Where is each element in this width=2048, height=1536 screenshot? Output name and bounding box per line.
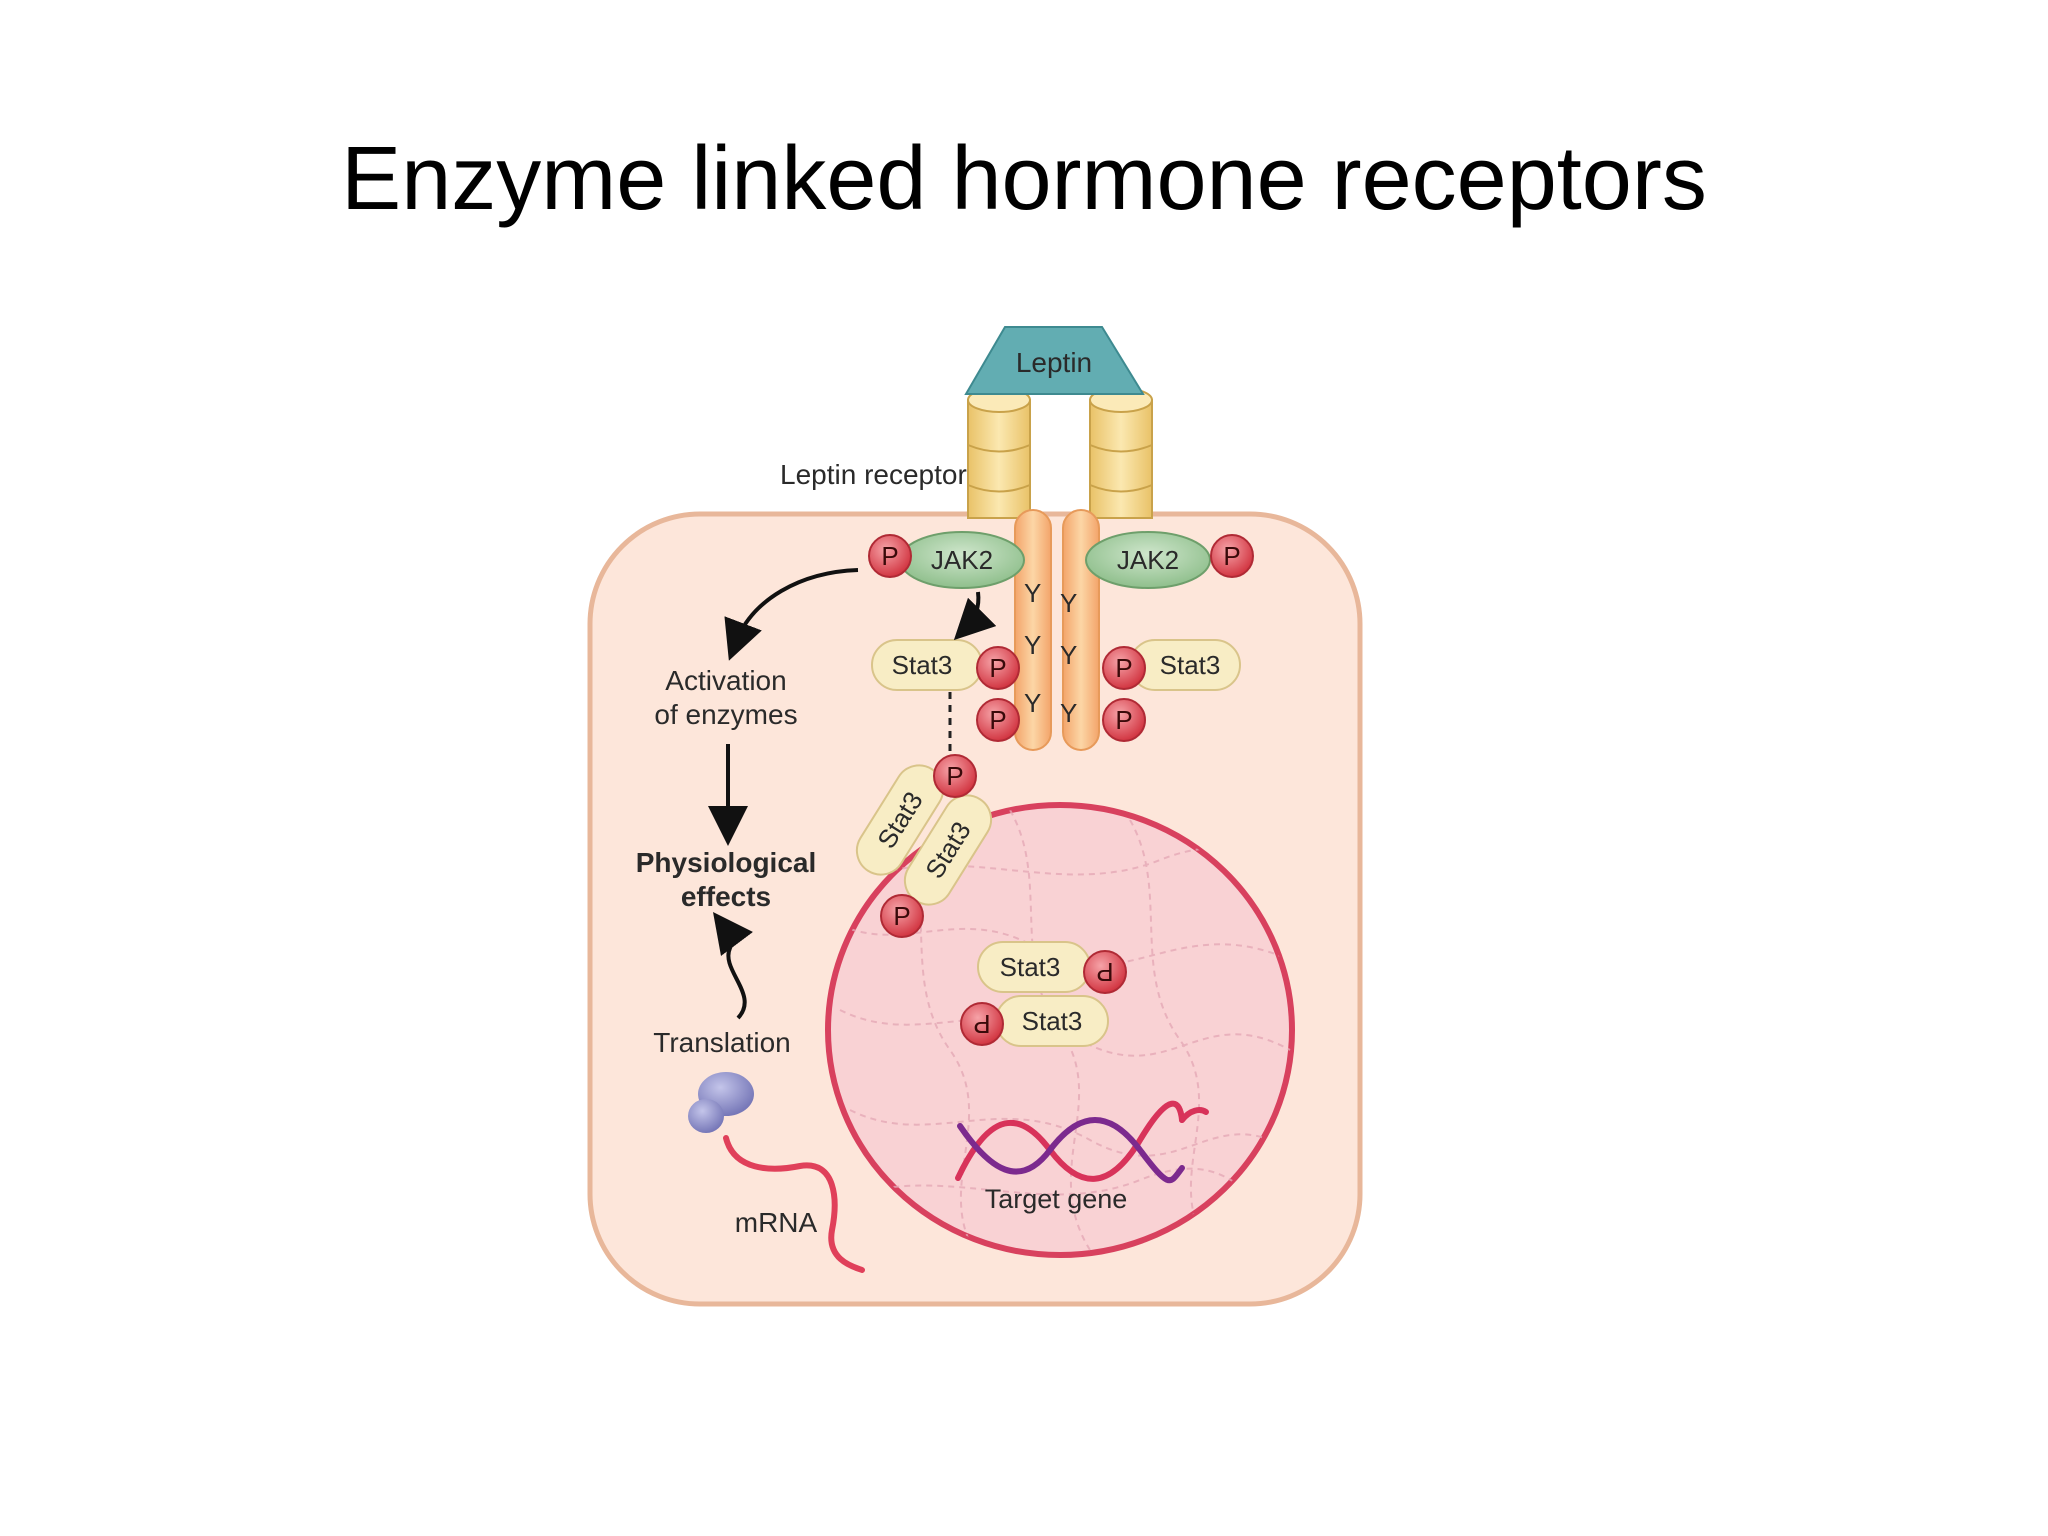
- phosphate-receptor-right: P: [1102, 698, 1146, 742]
- target-gene-label: Target gene: [985, 1184, 1128, 1214]
- phosphate-label: P: [893, 901, 910, 931]
- phosphate-label: P: [989, 653, 1006, 683]
- phosphate-label: P: [973, 1009, 990, 1039]
- phosphate-nuclear-a: P: [1083, 950, 1127, 994]
- jak2-right: JAK2: [1085, 531, 1211, 589]
- phosphate-label: P: [1096, 957, 1113, 987]
- phosphate-receptor-left: P: [976, 698, 1020, 742]
- phosphate-jak-right: P: [1210, 534, 1254, 578]
- jak2-right-label: JAK2: [1117, 545, 1179, 575]
- tyrosine-label: Y: [1024, 688, 1041, 718]
- tyrosine-label: Y: [1060, 698, 1077, 728]
- phosphate-label: P: [1115, 653, 1132, 683]
- stat3-right: Stat3: [1129, 639, 1241, 691]
- phosphate-label: P: [1115, 705, 1132, 735]
- tyrosine-label: Y: [1060, 640, 1077, 670]
- arrow-jak-to-stat: [953, 591, 997, 641]
- slide-title: Enzyme linked hormone receptors: [341, 129, 1707, 229]
- tyrosine-residues: Y Y Y Y Y Y: [1024, 578, 1077, 728]
- receptor-label: Leptin receptor: [780, 459, 967, 490]
- phosphate-label: P: [989, 705, 1006, 735]
- phosphate-nuclear-b: P: [960, 1002, 1004, 1046]
- stat3-left-label: Stat3: [892, 650, 953, 680]
- leptin-ligand: Leptin: [964, 326, 1145, 395]
- physiological-effects-line1: Physiological: [636, 847, 817, 878]
- ribosome: [688, 1072, 754, 1133]
- translation-label: Translation: [653, 1027, 790, 1058]
- phosphate-dimer-bottom: P: [880, 894, 924, 938]
- mrna-strand: [723, 1135, 865, 1273]
- phosphate-jak-left: P: [868, 534, 912, 578]
- jak2-left-label: JAK2: [931, 545, 993, 575]
- activation-label-line2: of enzymes: [654, 699, 797, 730]
- arrow-jak-to-activation: [724, 568, 859, 661]
- activation-label-line1: Activation: [665, 665, 786, 696]
- physiological-effects-line2: effects: [681, 881, 771, 912]
- leptin-label: Leptin: [1016, 347, 1092, 378]
- target-gene-dna: [955, 1100, 1209, 1184]
- tyrosine-label: Y: [1024, 630, 1041, 660]
- jak2-left: JAK2: [899, 531, 1025, 589]
- phosphate-label: P: [1223, 541, 1240, 571]
- mrna-label: mRNA: [735, 1207, 818, 1238]
- phosphate-label: P: [881, 541, 898, 571]
- phosphate-dimer-top: P: [933, 754, 977, 798]
- arrow-translation-to-effects: [712, 912, 754, 1020]
- phosphate-stat-right: P: [1102, 646, 1146, 690]
- tyrosine-label: Y: [1060, 588, 1077, 618]
- nuclear-stat-b-label: Stat3: [1022, 1006, 1083, 1036]
- stat3-left: Stat3: [871, 639, 983, 691]
- phosphate-groups: P P P P P P P P: [868, 534, 1254, 1046]
- tyrosine-label: Y: [1024, 578, 1041, 608]
- phosphate-stat-left: P: [976, 646, 1020, 690]
- nuclear-stat-a-label: Stat3: [1000, 952, 1061, 982]
- stat3-right-label: Stat3: [1160, 650, 1221, 680]
- leptin-receptor: [967, 387, 1153, 751]
- phosphate-label: P: [946, 761, 963, 791]
